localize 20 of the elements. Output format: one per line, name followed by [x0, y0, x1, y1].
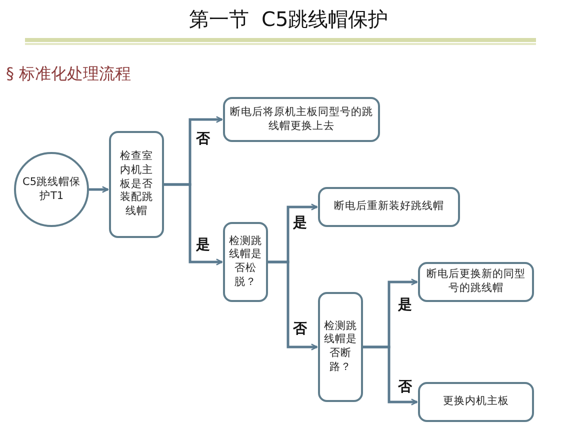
title: 第一节 C5跳线帽保护: [188, 6, 390, 33]
edge-label: 是: [293, 214, 307, 232]
process-box: 断电后更换新的同型号的跳线帽: [418, 262, 534, 302]
arrow: [89, 186, 109, 193]
edge-label: 否: [398, 378, 412, 396]
arrow: [363, 346, 418, 406]
arrow: [268, 260, 318, 350]
process-box: 断电后重新装好跳线帽: [318, 187, 460, 227]
process-box: 检测跳线帽是否松脱？: [223, 222, 268, 302]
section-heading: § 标准化处理流程: [6, 64, 132, 85]
process-box: 检测跳线帽是否断路？: [318, 292, 363, 402]
edge-label: 是: [196, 236, 210, 254]
edge-label: 否: [196, 130, 210, 148]
edge-label: 否: [293, 320, 307, 338]
process-box: 断电后将原机主板同型号的跳线帽更换上去: [223, 97, 380, 142]
arrow: [164, 183, 223, 266]
start-circle: C5跳线帽保护T1: [14, 152, 89, 227]
process-box: 更换内机主板: [418, 382, 534, 422]
edge-label: 是: [398, 296, 412, 314]
process-box: 检查室内机主板是否装配跳线帽: [109, 131, 164, 238]
